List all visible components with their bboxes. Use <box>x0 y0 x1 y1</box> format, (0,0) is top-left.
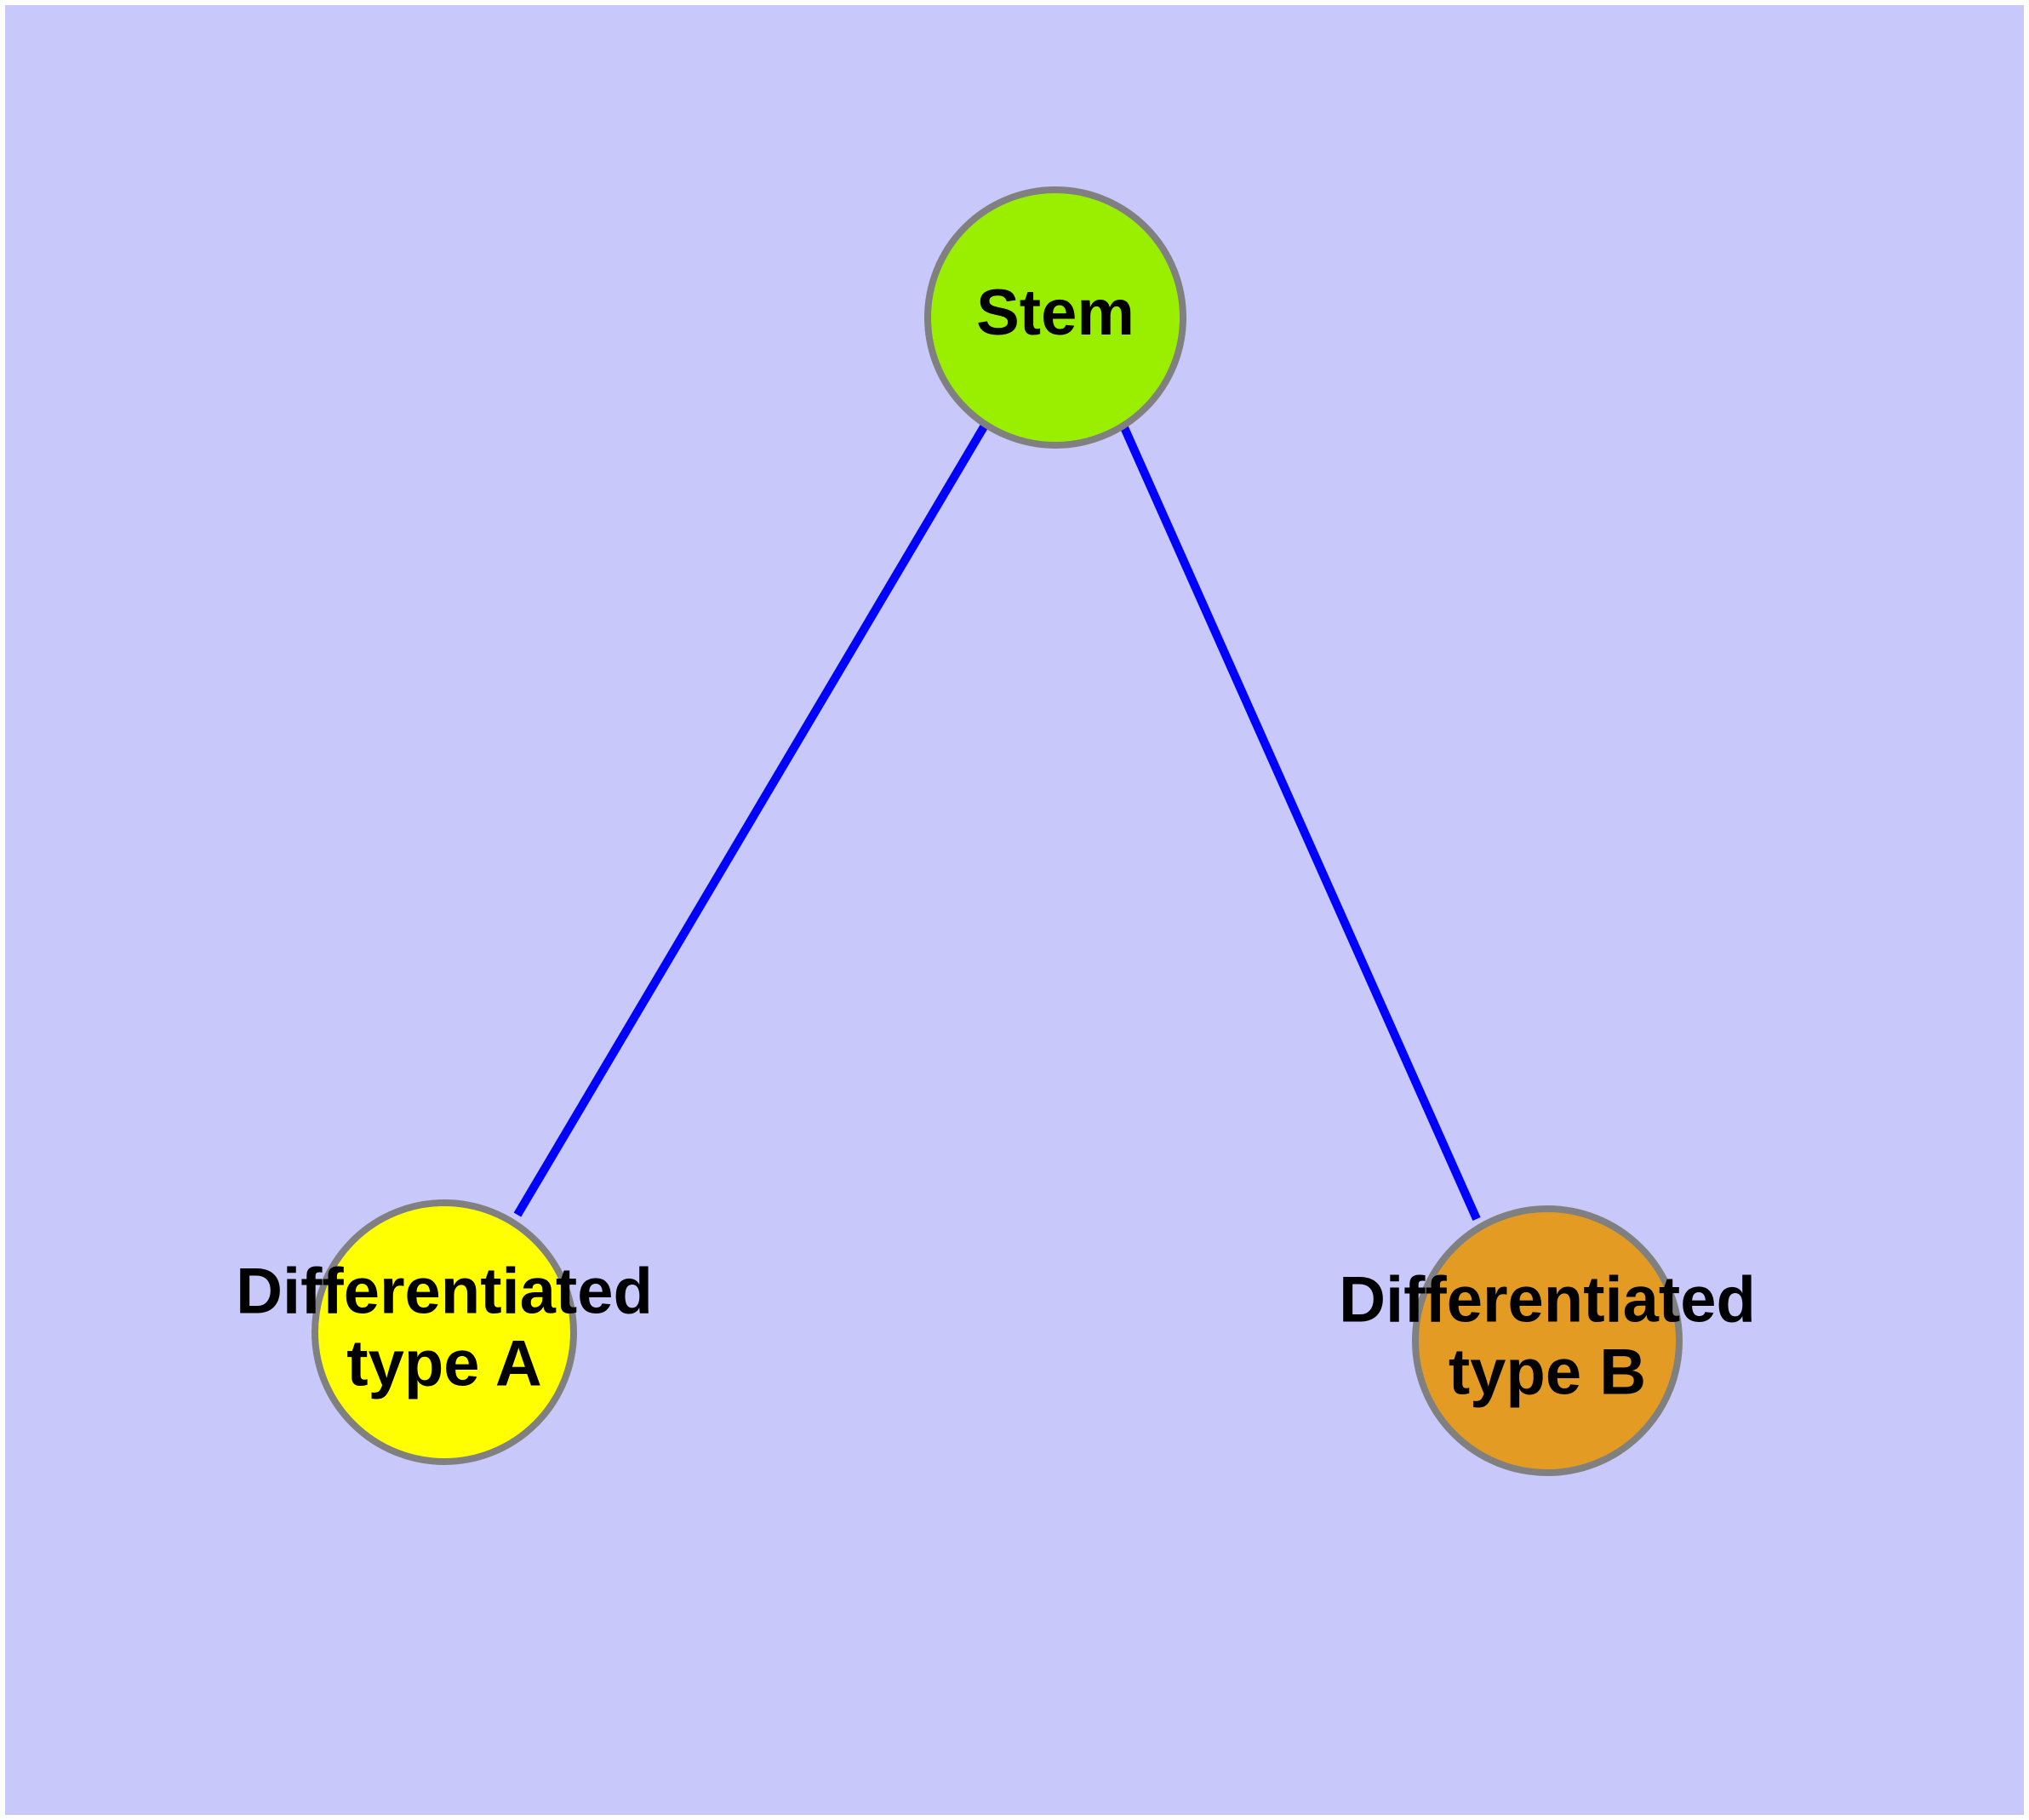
node-stem[interactable] <box>924 186 1186 449</box>
edges-layer <box>513 421 1481 1222</box>
edge-stem-to-differentiated-type-b <box>1119 423 1481 1222</box>
nodes-layer <box>311 186 1683 1476</box>
edge-stem-to-differentiated-type-a <box>513 421 990 1217</box>
node-differentiated-type-a[interactable] <box>311 1199 577 1465</box>
node-differentiated-type-b[interactable] <box>1412 1205 1683 1476</box>
node-label-stem: Stem <box>976 277 1135 349</box>
